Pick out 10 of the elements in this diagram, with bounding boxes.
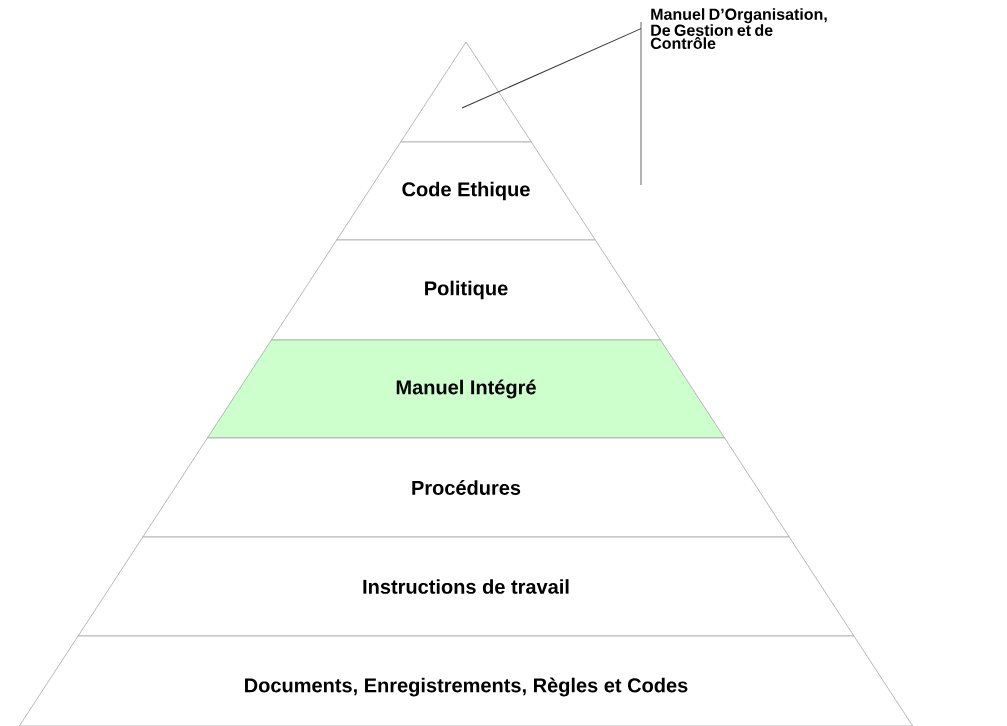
pyramid-band: Manuel Intégré [207,339,725,439]
leader-line [461,28,642,109]
annotation-text: Manuel D’Organisation, De Gestion et de Contrôle [650,8,827,50]
pyramid-band: Code Ethique [336,141,596,241]
pyramid-apex [400,41,532,143]
node-label: Documents, Enregistrements, Règles et Codes [245,677,688,697]
pyramid-band: Procédures [142,437,790,538]
pyramid-band: Politique [271,239,661,341]
pyramid-band: Documents, Enregistrements, Règles et Codes [18,635,914,726]
pyramid-band: Instructions de travail [77,536,855,637]
